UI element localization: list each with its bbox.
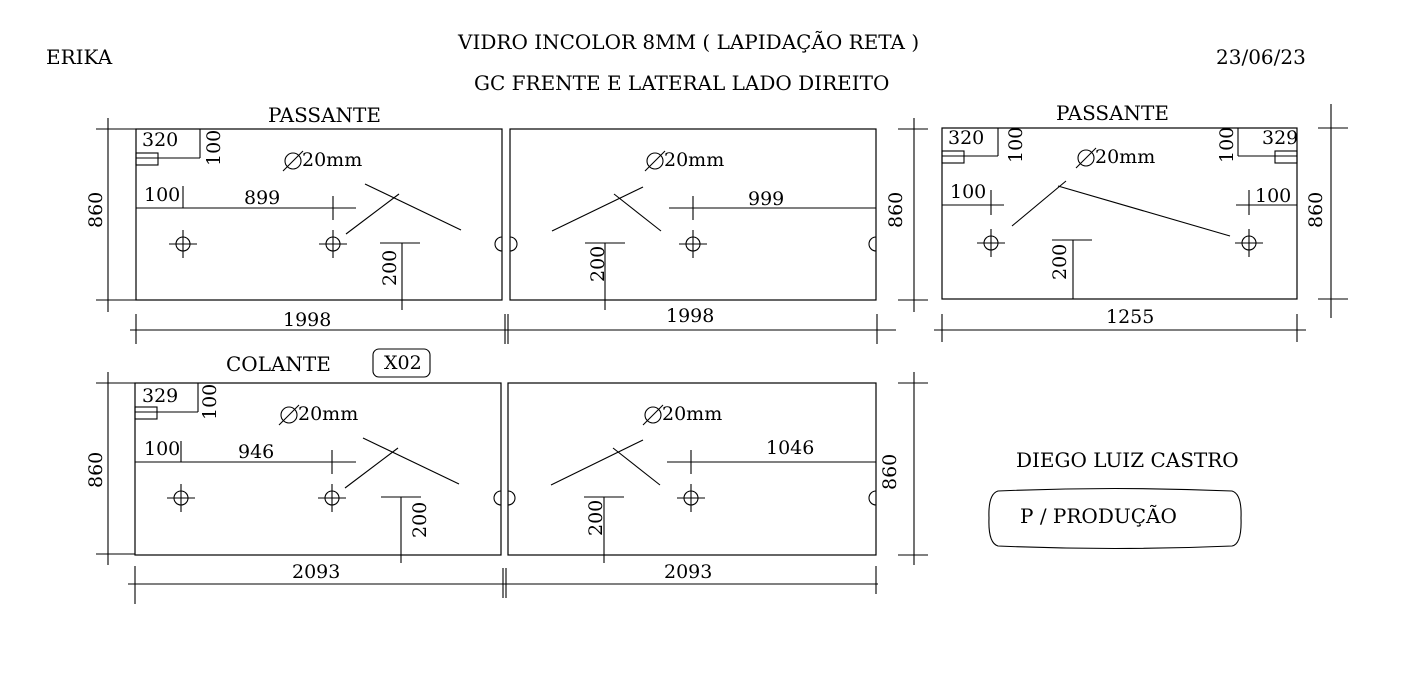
top-left-height-dimension: 860: [85, 118, 140, 312]
top-right-height-label: 860: [885, 192, 907, 228]
door-opening-mark: [550, 439, 661, 486]
notch-width-label: 320: [142, 129, 178, 151]
bottom-right-height-label: 860: [879, 454, 901, 490]
top-right-height-dimension: 860: [885, 118, 928, 312]
side-width-dimension: 1255: [934, 306, 1306, 342]
door-opening-mark: [551, 186, 662, 232]
hole: [977, 229, 1005, 257]
corner-notch: [134, 406, 158, 420]
top-width-dimension: 1998 1998: [130, 305, 896, 344]
bottom-right-width-label: 2093: [664, 561, 712, 583]
bottom-left-width-label: 2093: [292, 561, 340, 583]
hole-diameter-symbol: [284, 152, 302, 170]
door-opening-mark: [345, 183, 462, 235]
hole: [318, 484, 346, 512]
quantity-badge: X02: [372, 348, 431, 378]
corner-notch: [135, 152, 159, 166]
notch-right-height-label: 100: [1216, 127, 1238, 163]
bottom-right-height-dimension: 860: [879, 372, 928, 565]
client-name: ERIKA: [46, 45, 113, 69]
hole-height-label: 200: [587, 246, 609, 282]
hole: [167, 484, 195, 512]
hole: [679, 230, 707, 258]
title-line-1: VIDRO INCOLOR 8MM ( LAPIDAÇÃO RETA ): [457, 30, 919, 54]
hole-offset-left-label: 100: [950, 181, 986, 203]
hole-diameter-label: 20mm: [662, 403, 722, 425]
section-label-passante-side: PASSANTE: [1056, 101, 1169, 125]
bottom-right-pane: 20mm 1046 200: [507, 382, 877, 563]
section-label-colante: COLANTE: [226, 352, 331, 376]
side-height-label: 860: [1305, 192, 1327, 228]
hole-diameter-label: 20mm: [1095, 146, 1155, 168]
bottom-left-pane: 329 100 20mm 100 946 200: [134, 382, 502, 563]
hole-diameter-label: 20mm: [664, 149, 724, 171]
hole-diameter-label: 20mm: [302, 149, 362, 171]
door-opening-mark: [1011, 180, 1231, 237]
author-name: DIEGO LUIZ CASTRO: [1016, 448, 1239, 472]
hole-height-label: 200: [409, 502, 431, 538]
hole: [1235, 229, 1263, 257]
notch-height-label: 100: [203, 130, 225, 166]
door-opening-mark: [344, 437, 460, 489]
bottom-left-height-label: 860: [85, 452, 107, 488]
side-pane: 320 100 329 100 20mm 100 100: [941, 127, 1298, 300]
hole-offset-label: 100: [144, 184, 180, 206]
hole-diameter-symbol: [1077, 149, 1095, 167]
notch-height-label: 100: [199, 384, 221, 420]
hole-offset-right-label: 100: [1255, 185, 1291, 207]
hole: [169, 230, 197, 258]
section-label-passante-front: PASSANTE: [268, 103, 381, 127]
notch-right-width-label: 329: [1262, 127, 1298, 149]
hole-diameter-symbol: [280, 406, 298, 424]
top-right-width-label: 1998: [666, 305, 714, 327]
hole-offset-label: 100: [144, 438, 180, 460]
hole-height-label: 200: [379, 250, 401, 286]
hole-spacing-label: 1046: [766, 437, 814, 459]
production-stamp: P / PRODUÇÃO: [988, 487, 1242, 550]
hole-height-label: 200: [1049, 244, 1071, 280]
bottom-width-dimension: 2093 2093: [128, 561, 878, 604]
notch-left-width-label: 320: [948, 127, 984, 149]
corner-notch: [1274, 150, 1298, 164]
hole: [319, 230, 347, 258]
top-left-height-label: 860: [85, 192, 107, 228]
hole-diameter-symbol: [646, 152, 664, 170]
side-width-label: 1255: [1106, 306, 1154, 328]
date: 23/06/23: [1216, 45, 1306, 69]
hole-diameter-label: 20mm: [298, 403, 358, 425]
side-height-dimension: 860: [1305, 104, 1348, 318]
corner-notch: [941, 150, 965, 164]
hole: [677, 484, 705, 512]
top-left-width-label: 1998: [283, 309, 331, 331]
quantity-badge-label: X02: [384, 352, 422, 374]
top-right-pane: 20mm 999 200: [509, 128, 877, 310]
notch-left-height-label: 100: [1005, 127, 1027, 163]
hole-spacing-label: 899: [244, 187, 280, 209]
hole-diameter-symbol: [644, 406, 662, 424]
top-left-pane: 320 100 20mm 100 899 200: [135, 128, 503, 310]
bottom-left-height-dimension: 860: [85, 372, 140, 565]
production-stamp-label: P / PRODUÇÃO: [1020, 504, 1177, 528]
hole-spacing-label: 999: [748, 188, 784, 210]
hole-height-label: 200: [585, 500, 607, 536]
title-line-2: GC FRENTE E LATERAL LADO DIREITO: [474, 71, 889, 95]
hole-spacing-label: 946: [238, 441, 274, 463]
notch-width-label: 329: [142, 385, 178, 407]
